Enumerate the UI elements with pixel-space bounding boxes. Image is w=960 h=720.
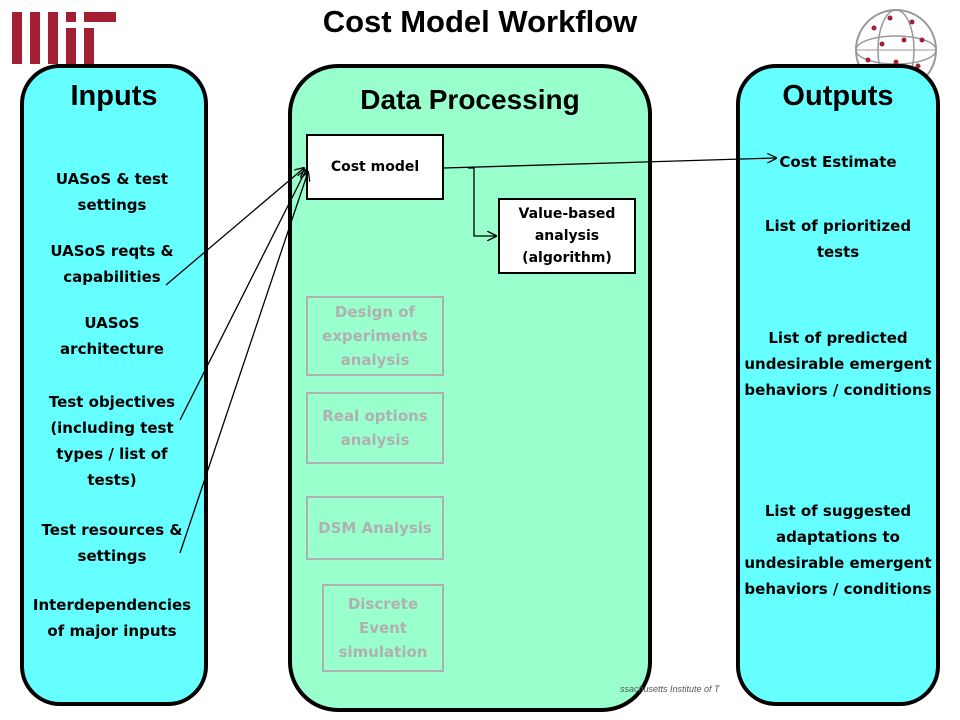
outputs-heading: Outputs xyxy=(782,80,894,112)
cost-model-box: Cost model xyxy=(306,134,444,200)
doe-analysis-box: Design of experiments analysis xyxy=(306,296,444,376)
discrete-event-box: Discrete Event simulation xyxy=(322,584,444,672)
dsm-analysis-box: DSM Analysis xyxy=(306,496,444,560)
arrow-reqts-to-cost-model xyxy=(165,168,304,286)
inputs-panel xyxy=(20,64,208,706)
input-uasos-architecture: UASoS architecture xyxy=(60,314,164,358)
input-uasos-test-settings: UASoS & test settings xyxy=(55,170,169,214)
arrow-cost-model-to-value-based xyxy=(468,167,496,236)
output-prioritized-tests: List of prioritized tests xyxy=(764,217,912,261)
outputs-panel xyxy=(736,64,940,706)
input-test-resources: Test resources & settings xyxy=(41,521,183,565)
input-uasos-reqts-capabilities: UASoS reqts & capabilities xyxy=(50,242,174,286)
arrow-resources-to-cost-model xyxy=(179,172,308,554)
data-processing-heading: Data Processing xyxy=(360,84,580,115)
output-cost-estimate: Cost Estimate xyxy=(779,153,897,171)
footer-text: ssachusetts Institute of T xyxy=(620,684,720,694)
inputs-heading: Inputs xyxy=(70,80,158,112)
arrow-cost-model-to-estimate xyxy=(443,158,776,169)
arrow-objectives-to-cost-model xyxy=(179,170,306,421)
real-options-box: Real options analysis xyxy=(306,392,444,464)
value-based-analysis-box: Value-based analysis (algorithm) xyxy=(498,198,636,274)
output-suggested-adaptations: List of suggested adaptations to undesir… xyxy=(744,502,932,598)
mit-logo xyxy=(12,12,116,64)
page-title: Cost Model Workflow xyxy=(322,4,638,39)
input-interdependencies: Interdependencies of major inputs xyxy=(32,596,192,640)
output-predicted-behaviors: List of predicted undesirable emergent b… xyxy=(744,329,932,399)
input-test-objectives: Test objectives (including test types / … xyxy=(48,393,176,489)
